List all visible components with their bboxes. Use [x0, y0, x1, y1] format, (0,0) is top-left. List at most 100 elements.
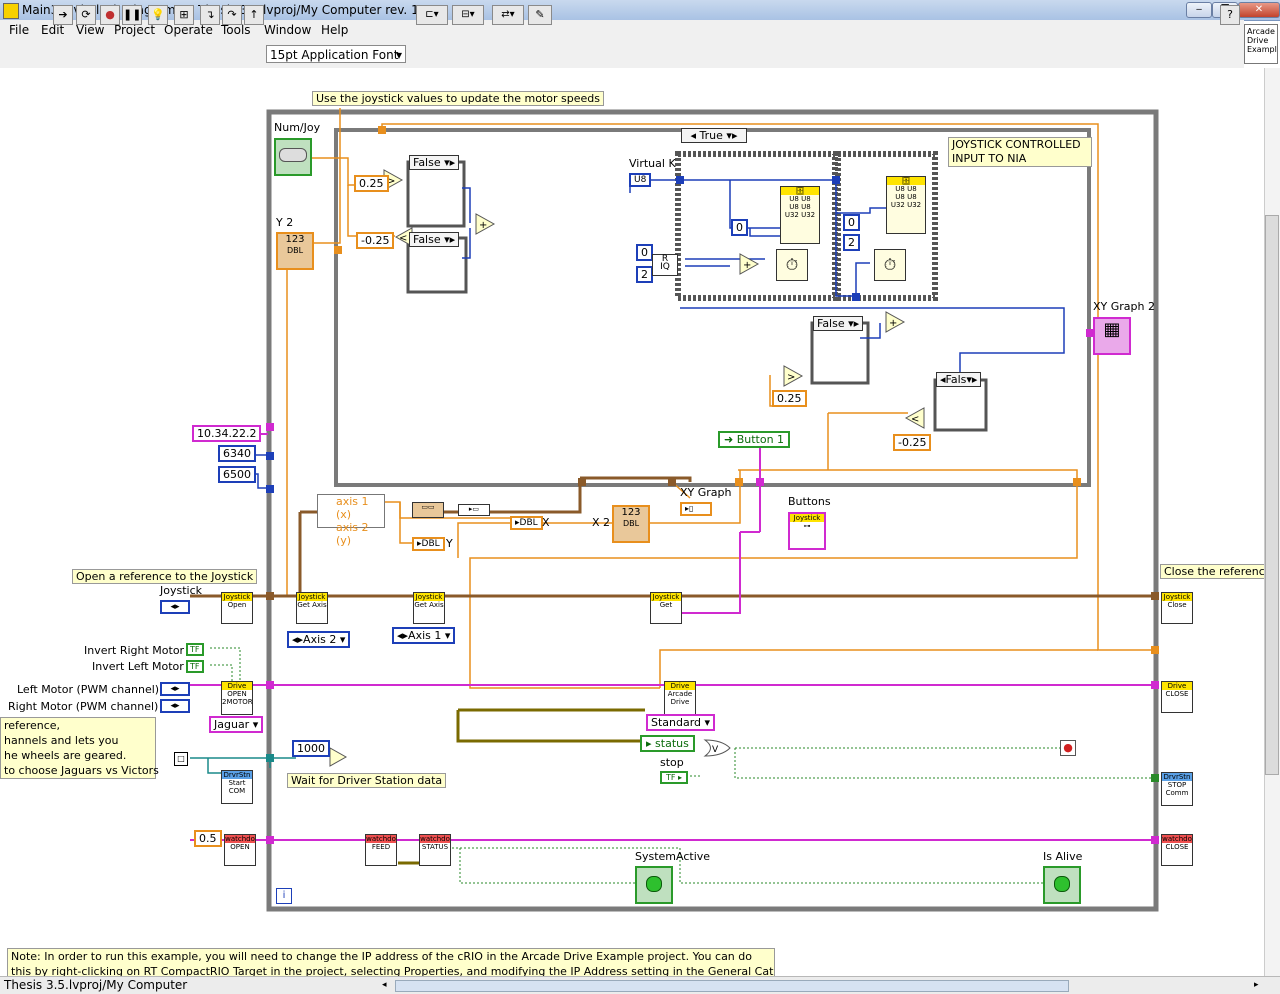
const-neg-0.25[interactable]: -0.25: [356, 232, 395, 249]
axis-1-enum-label: Axis 1: [408, 629, 442, 642]
abort-icon[interactable]: ●: [100, 5, 120, 25]
const-2-a[interactable]: 2: [636, 266, 653, 283]
menu-tools[interactable]: Tools: [221, 23, 251, 37]
menu-window[interactable]: Window: [264, 23, 312, 37]
button-1-control[interactable]: ➜ Button 1: [718, 431, 791, 448]
axis-2-enum-label: Axis 2: [303, 633, 337, 646]
scroll-right-icon[interactable]: ▸: [1254, 980, 1259, 990]
const-0-c[interactable]: 0: [843, 214, 860, 231]
bundle-node[interactable]: ▭▭: [412, 502, 444, 518]
invert-right-control[interactable]: TF: [186, 643, 204, 656]
axis-unbundle-node[interactable]: axis 1 (x) axis 2 (y): [317, 494, 385, 547]
menu-help[interactable]: Help: [321, 23, 349, 37]
step-into-icon[interactable]: ↴: [200, 5, 220, 25]
retain-wire-icon[interactable]: ⊞: [174, 5, 194, 25]
horizontal-scrollbar-thumb[interactable]: [395, 980, 1069, 992]
case-selector-false-1[interactable]: False ▾▸: [409, 155, 460, 170]
loop-condition-stop-icon[interactable]: ●: [1060, 740, 1076, 756]
ip-address-constant[interactable]: 10.34.22.2: [192, 425, 262, 442]
pause-icon[interactable]: ❚❚: [122, 5, 142, 25]
const-0.25-b[interactable]: 0.25: [772, 390, 807, 407]
block-diagram[interactable]: > < + + > < + V Use the joystick values …: [0, 68, 1264, 976]
font-selector[interactable]: 15pt Application Font▾: [266, 45, 406, 63]
joystick-control[interactable]: ◂▸: [160, 600, 190, 614]
align-icon[interactable]: ⊏▾: [416, 5, 448, 25]
menu-file[interactable]: File: [9, 23, 30, 37]
reorder-icon[interactable]: ⇄▾: [492, 5, 524, 25]
case-selector-false-2[interactable]: False ▾▸: [409, 232, 460, 247]
menu-edit[interactable]: Edit: [41, 23, 65, 37]
status-unbundle[interactable]: ▸ status: [640, 735, 695, 752]
run-arrow-icon[interactable]: ➔: [53, 5, 73, 25]
port-6500-constant[interactable]: 6500: [218, 466, 256, 483]
context-help-icon[interactable]: Arcade Drive Exampl: [1244, 24, 1278, 64]
menu-view[interactable]: View: [76, 23, 105, 37]
wait-node-icon-2[interactable]: ⏱: [874, 249, 906, 281]
close-button[interactable]: ✕: [1238, 2, 1280, 18]
scroll-left-icon[interactable]: ◂: [382, 980, 387, 990]
minimize-button[interactable]: ‒: [1186, 2, 1212, 18]
cleanup-icon[interactable]: ✎: [528, 5, 552, 25]
virtual-k-u8[interactable]: U8: [629, 173, 652, 187]
y2-indicator-dbl: DBL: [286, 246, 304, 255]
wd-status-head: watchdo: [420, 835, 450, 843]
stop-control[interactable]: TF ▸: [660, 771, 689, 784]
num-joy-control[interactable]: [274, 138, 312, 176]
build-cluster-node[interactable]: ▸▭: [458, 504, 490, 516]
case-selector-false-3[interactable]: False ▾▸: [813, 316, 864, 331]
distribute-icon[interactable]: ⊟▾: [452, 5, 484, 25]
highlight-bulb-icon[interactable]: 💡: [148, 5, 168, 25]
menu-operate[interactable]: Operate: [164, 23, 213, 37]
wait-node-icon[interactable]: ⏱: [776, 249, 808, 281]
label-virtual-k: Virtual K: [629, 157, 676, 170]
step-out-icon[interactable]: ↑: [244, 5, 264, 25]
case-selector-false-4[interactable]: ◂Fals▾▸: [936, 372, 982, 387]
axis-1-enum[interactable]: ◂▸Axis 1 ▾: [392, 627, 456, 644]
case-selector-true[interactable]: ◂ True ▾▸: [681, 128, 747, 143]
ref-constant-icon[interactable]: □: [174, 752, 188, 766]
menu-project[interactable]: Project: [114, 23, 156, 37]
jaguar-enum[interactable]: Jaguar ▾: [209, 716, 264, 733]
step-over-icon[interactable]: ↷: [222, 5, 242, 25]
invert-left-control[interactable]: TF: [186, 660, 204, 673]
standard-enum[interactable]: Standard ▾: [646, 714, 716, 731]
led-icon: [1054, 876, 1070, 892]
const-0-b[interactable]: 0: [636, 244, 653, 261]
const-neg-0.25-b[interactable]: -0.25: [893, 434, 932, 451]
drive-open-text: OPEN 2MOTOR: [222, 690, 253, 706]
axis-2-enum[interactable]: ◂▸Axis 2 ▾: [287, 631, 351, 648]
arcade-drive-head: Drive: [665, 682, 695, 690]
right-motor-control[interactable]: ◂▸: [160, 699, 190, 713]
const-0.25[interactable]: 0.25: [354, 175, 389, 192]
wd-feed-text: FEED: [371, 843, 391, 851]
const-2-b[interactable]: 2: [843, 234, 860, 251]
left-motor-control[interactable]: ◂▸: [160, 682, 190, 696]
run-continuous-icon[interactable]: ⟳: [76, 5, 96, 25]
wait-ms-constant[interactable]: 1000: [292, 740, 330, 757]
case-false-1-label: False: [413, 156, 441, 169]
watchdog-timeout-constant[interactable]: 0.5: [194, 830, 222, 847]
vertical-scrollbar-thumb[interactable]: [1265, 215, 1279, 775]
help-icon[interactable]: ?: [1220, 5, 1240, 25]
chevron-down-icon: ▾: [395, 48, 402, 62]
note-bottom: Note: In order to run this example, you …: [7, 948, 775, 976]
const-0-a[interactable]: 0: [731, 219, 748, 236]
port-6340-constant[interactable]: 6340: [218, 445, 256, 462]
